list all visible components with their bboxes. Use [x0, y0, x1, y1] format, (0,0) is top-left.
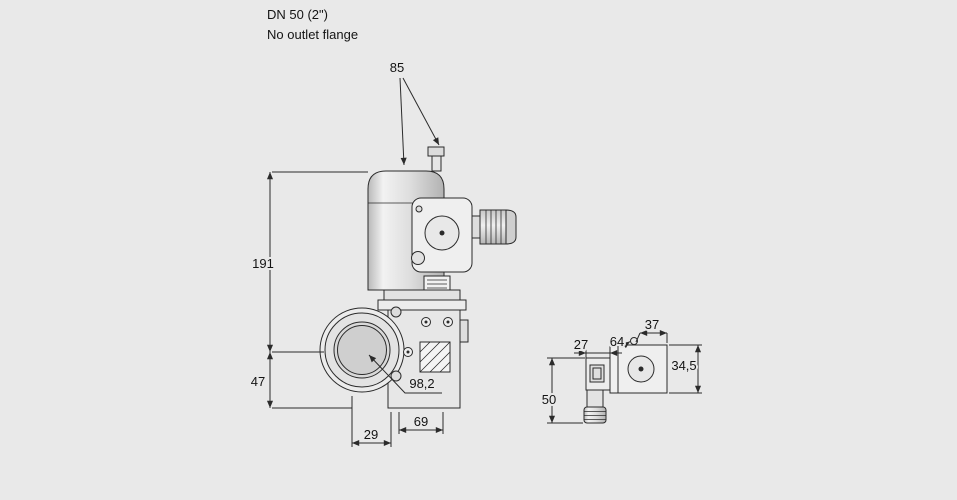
dim-27-label: 27	[574, 337, 588, 352]
cable-gland	[471, 209, 517, 245]
main-valve-view: 85 191 47 98,2 69	[249, 58, 517, 447]
dim-85-label: 85	[390, 60, 404, 75]
dim-34-5-label: 34,5	[671, 358, 696, 373]
dim-50: 50	[540, 357, 585, 424]
dim-47-label: 47	[251, 374, 265, 389]
dim-47: 47	[249, 352, 352, 409]
dim-69-label: 69	[414, 414, 428, 429]
dim-64-label: 64	[610, 334, 624, 349]
section-hatch	[419, 341, 451, 373]
nameplate	[423, 275, 451, 291]
dim-64: 64	[608, 332, 631, 351]
inlet-flange	[319, 307, 405, 393]
body-screws	[403, 317, 453, 357]
dim-98-2-label: 98,2	[409, 376, 434, 391]
drawing-title-line2: No outlet flange	[267, 27, 358, 42]
actuator-top-bolt	[427, 146, 445, 172]
flange-bolt-holes	[390, 306, 402, 382]
dim-34-5: 34,5	[669, 344, 702, 394]
dim-191-label: 191	[252, 256, 274, 271]
dim-191: 191	[250, 171, 368, 353]
dim-27: 27	[572, 335, 622, 358]
mounting-plates	[377, 289, 467, 311]
dim-98-2: 98,2	[368, 354, 442, 394]
dim-69: 69	[398, 412, 444, 434]
dim-37-label: 37	[645, 317, 659, 332]
dim-85: 85	[388, 58, 440, 166]
terminal-box	[411, 197, 473, 273]
side-view: 27 64 37 34,5 50	[540, 315, 702, 424]
dim-50-label: 50	[542, 392, 556, 407]
sv-connector	[585, 357, 611, 391]
dim-37: 37	[635, 315, 668, 343]
drawing-title-line1: DN 50 (2")	[267, 7, 328, 22]
dim-29: 29	[351, 396, 392, 447]
sv-cable-gland	[583, 389, 607, 424]
dim-29-label: 29	[364, 427, 378, 442]
